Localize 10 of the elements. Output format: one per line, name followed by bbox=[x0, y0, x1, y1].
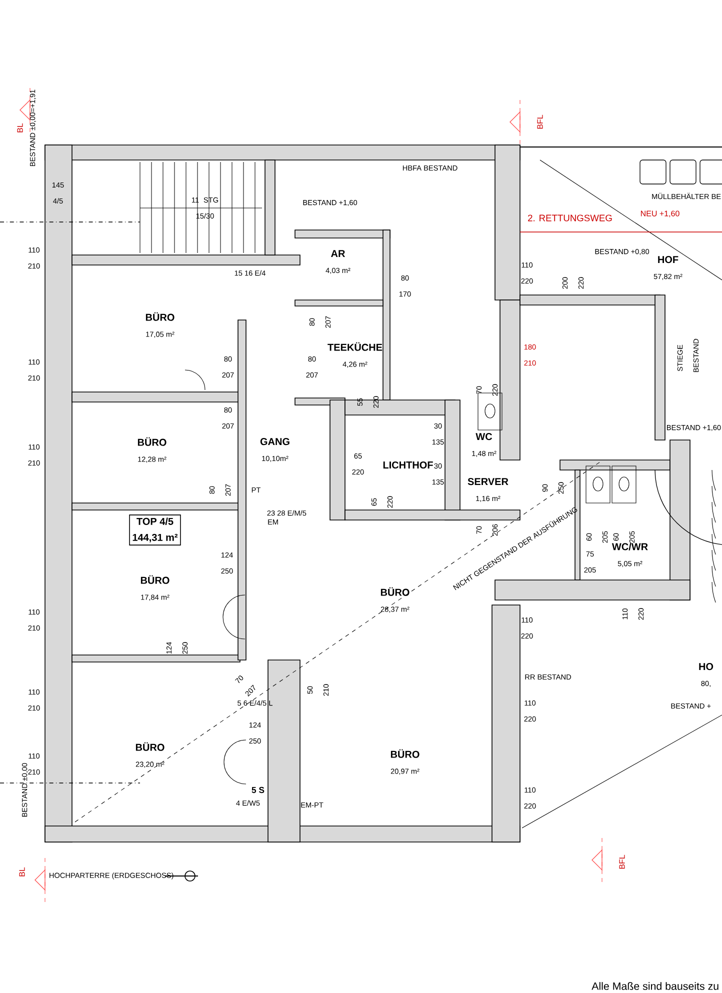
section-marker-label: BL bbox=[19, 867, 25, 876]
footnote-text: Alle Maße sind bauseits zu bbox=[592, 982, 718, 990]
plan-note: 5 S bbox=[252, 786, 264, 794]
section-marker-label: NEU +1,60 bbox=[640, 210, 680, 218]
room-label: LICHTHOF bbox=[383, 461, 433, 469]
section-marker-label: BFL bbox=[619, 854, 625, 869]
unit-box: TOP 4/5 144,31 m² bbox=[129, 514, 181, 546]
section-marker-label: BL bbox=[17, 123, 23, 132]
section-marker-label: BFL bbox=[537, 114, 543, 129]
plan-note: 2. RETTUNGSWEG bbox=[528, 214, 612, 222]
